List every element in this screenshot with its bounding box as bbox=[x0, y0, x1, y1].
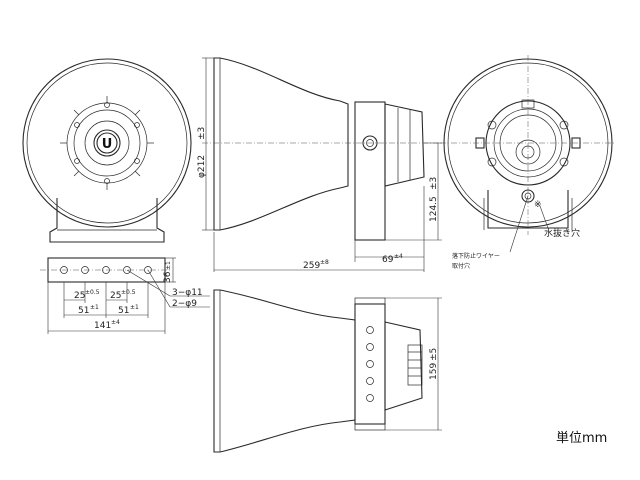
side-pivot-knob bbox=[362, 135, 378, 151]
front-screw-5 bbox=[104, 102, 110, 108]
dim-bracket-height-tol: ±5 bbox=[429, 348, 439, 361]
top-hole-1 bbox=[366, 326, 374, 334]
side-view: φ212 ±3 124.5 ±3 69 ±4 259 ±8 bbox=[197, 57, 445, 272]
top-hole-5 bbox=[366, 394, 374, 402]
dim-pitch-a-tol: ±0.5 bbox=[85, 289, 100, 296]
top-hole-4 bbox=[366, 377, 374, 385]
dim-pitch-b: 25 bbox=[110, 291, 121, 301]
dim-diameter-tol: ±3 bbox=[197, 127, 207, 140]
rear-screw-1 bbox=[487, 120, 497, 130]
front-screw-2 bbox=[134, 122, 140, 128]
dim-span-b-tol: ±1 bbox=[130, 304, 139, 311]
dim-length-tol: ±8 bbox=[320, 259, 329, 266]
front-driver-ring-2 bbox=[73, 109, 141, 177]
top-view: 159 ±5 bbox=[213, 289, 442, 453]
front-outer-rim bbox=[22, 58, 192, 228]
dim-diameter: φ212 bbox=[197, 155, 207, 178]
dim-bracket-height: 159 bbox=[429, 363, 439, 380]
hole-callout-large: 3−φ11 bbox=[172, 288, 203, 298]
drain-hole-label: 水抜き穴 bbox=[544, 227, 580, 239]
front-driver-cap bbox=[93, 129, 121, 157]
front-screw-6 bbox=[104, 178, 110, 184]
drain-hole-mark: ※ bbox=[534, 200, 542, 210]
front-inner-rim bbox=[26, 62, 188, 224]
dim-pitch-b-tol: ±0.5 bbox=[121, 289, 136, 296]
top-driver-body bbox=[384, 321, 423, 411]
top-hole-2 bbox=[366, 343, 374, 351]
dim-span-a: 51 bbox=[78, 306, 89, 316]
front-screw-1 bbox=[74, 122, 80, 128]
front-bracket bbox=[49, 198, 165, 243]
rear-screw-3 bbox=[487, 157, 497, 167]
side-horn bbox=[213, 57, 349, 231]
dim-height-tol: ±3 bbox=[429, 177, 439, 190]
dim-foot-height: 36 bbox=[163, 271, 173, 283]
logo-letter: U bbox=[102, 137, 113, 152]
dim-depth: 69 bbox=[382, 255, 394, 265]
bracket-bottom-view: 36 ±1 3−φ11 2−φ9 25 ±0.5 25 ±0.5 51 ±1 5… bbox=[40, 257, 210, 334]
front-view: U bbox=[22, 58, 192, 243]
dim-depth-tol: ±4 bbox=[394, 253, 403, 260]
dim-bracket-width: 141 bbox=[94, 321, 111, 331]
front-ribs bbox=[60, 96, 154, 190]
dim-height: 124.5 bbox=[429, 196, 439, 222]
top-terminal-box bbox=[407, 344, 423, 386]
front-screw-4 bbox=[134, 158, 140, 164]
dim-pitch-a: 25 bbox=[74, 291, 85, 301]
unit-label: 単位mm bbox=[556, 430, 607, 446]
dim-length: 259 bbox=[303, 261, 320, 271]
callout-wire-line1: 落下防止ワイヤー bbox=[452, 252, 500, 260]
rear-view: ※ 水抜き穴 落下防止ワイヤー 取付穴 bbox=[440, 55, 616, 270]
rear-screw-4 bbox=[559, 157, 569, 167]
side-driver-body bbox=[384, 103, 425, 187]
top-bracket bbox=[354, 303, 386, 425]
top-hole-3 bbox=[366, 360, 374, 368]
callout-wire-line2: 取付穴 bbox=[452, 262, 470, 270]
hole-callout-small: 2−φ9 bbox=[172, 299, 197, 309]
dim-span-a-tol: ±1 bbox=[90, 304, 99, 311]
front-screw-3 bbox=[74, 158, 80, 164]
top-horn bbox=[213, 289, 356, 453]
dim-span-b: 51 bbox=[118, 306, 129, 316]
logo-badge bbox=[96, 132, 118, 154]
rear-screw-2 bbox=[559, 120, 569, 130]
front-driver-ring-3 bbox=[84, 120, 130, 166]
side-bracket bbox=[354, 101, 386, 241]
dim-bracket-width-tol: ±4 bbox=[111, 319, 120, 326]
dim-foot-height-tol: ±1 bbox=[165, 261, 172, 270]
